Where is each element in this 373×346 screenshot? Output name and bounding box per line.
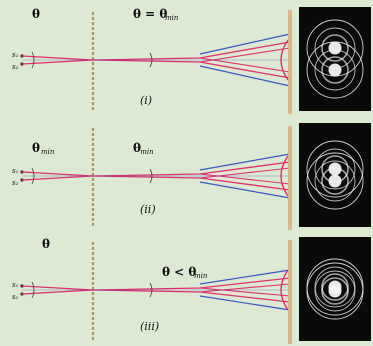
source-label: s₁ [12, 51, 19, 59]
diffraction-ring [314, 160, 356, 202]
screen [288, 240, 292, 344]
source-label: s₁ [12, 167, 19, 175]
ray-inner [199, 287, 291, 297]
source-label: s₂ [12, 63, 19, 71]
ray-s2 [21, 161, 291, 181]
airy-disk [328, 284, 342, 298]
diffraction-ring [306, 262, 364, 320]
diffraction-ring [314, 148, 356, 190]
source-label: s₁ [12, 281, 19, 289]
theta-right-subscript: min [194, 272, 208, 280]
source-label: s₂ [12, 179, 19, 187]
theta-left-label: θ [32, 7, 40, 21]
ray-s2 [21, 41, 291, 65]
diffraction-ring [306, 41, 364, 99]
theta-right-subscript: min [140, 148, 154, 156]
theta-right-subscript: min [165, 14, 179, 22]
ray-outer [199, 295, 291, 311]
diffraction-ring [314, 49, 356, 91]
diffraction-ring [321, 277, 349, 305]
diffraction-ring [314, 270, 356, 312]
angle-arc-left [31, 281, 35, 299]
ray-s1 [21, 171, 291, 191]
ray-s1 [21, 55, 291, 79]
theta-right-label: θ = θ [133, 7, 167, 21]
diffraction-pattern [299, 7, 371, 111]
angle-arc-right [149, 282, 153, 298]
ray-outer [199, 65, 291, 87]
theta-left-label: θ [32, 141, 40, 155]
ray-outer [199, 181, 291, 199]
diffraction-ring [306, 152, 364, 210]
panel-caption: (i) [140, 94, 152, 107]
theta-right-label: θ [133, 141, 141, 155]
ray-inner [199, 283, 291, 293]
panel-caption: (ii) [140, 203, 156, 216]
theta-right-label: θ < θ [162, 265, 196, 279]
panel-caption: (iii) [140, 320, 159, 333]
angle-arc-right [149, 168, 153, 184]
ray-outer [199, 269, 291, 285]
airy-disk [328, 174, 342, 188]
ray-inner [199, 57, 291, 73]
ray-outer [199, 33, 291, 55]
ray-outer [199, 153, 291, 171]
ray-inner [199, 47, 291, 63]
screen [288, 126, 292, 230]
ray-s2 [21, 277, 291, 295]
angle-arc-left [31, 167, 35, 185]
diffraction-ring [306, 140, 364, 198]
ray-inner [199, 173, 291, 185]
intensity-profile [280, 155, 289, 197]
airy-disk [328, 63, 342, 77]
theta-left-subscript: min [41, 148, 55, 156]
diffraction-ring [321, 34, 349, 62]
angle-arc-right [149, 52, 153, 68]
intensity-profile [280, 39, 289, 81]
airy-disk [328, 162, 342, 176]
intensity-profile [280, 269, 289, 311]
angle-arc-left [31, 51, 35, 69]
diffraction-ring [321, 56, 349, 84]
diffraction-ring [321, 167, 349, 195]
screen [288, 10, 292, 114]
ray-s1 [21, 285, 291, 303]
theta-left-label: θ [42, 237, 50, 251]
ray-inner [199, 167, 291, 179]
source-label: s₂ [12, 293, 19, 301]
airy-disk [328, 41, 342, 55]
